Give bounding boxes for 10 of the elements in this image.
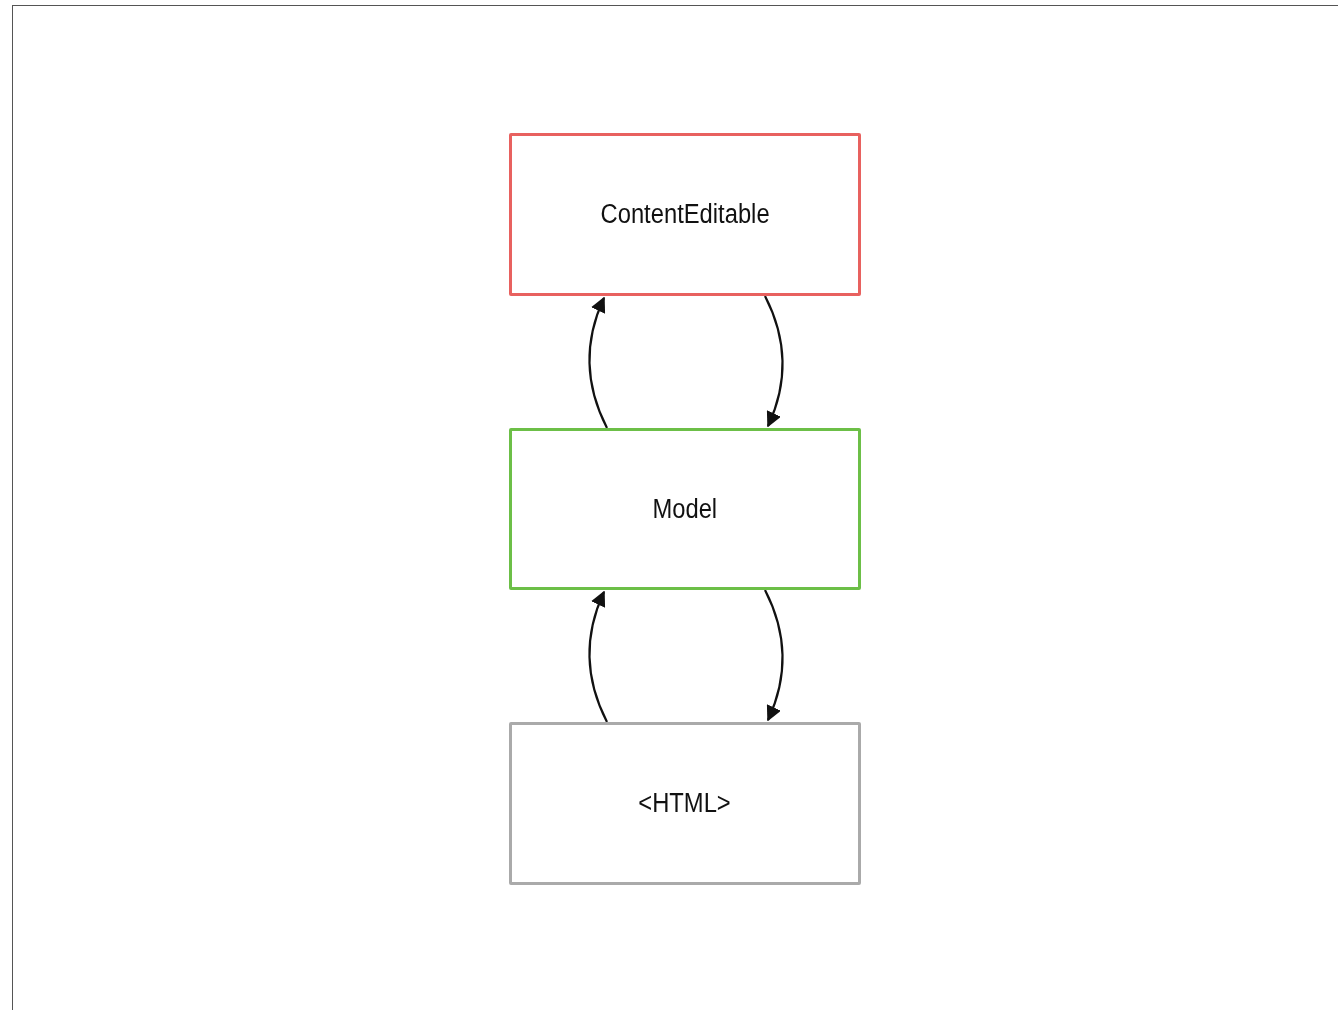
- box-label: <HTML>: [638, 788, 732, 819]
- arrow: [764, 589, 784, 722]
- box-label: ContentEditable: [600, 199, 770, 230]
- box-label: Model: [652, 493, 718, 525]
- process-box: [509, 428, 861, 590]
- process-box: [509, 133, 861, 296]
- process-box: [509, 722, 861, 885]
- arrow: [588, 296, 608, 429]
- arrow: [764, 295, 784, 428]
- arrow: [588, 590, 608, 723]
